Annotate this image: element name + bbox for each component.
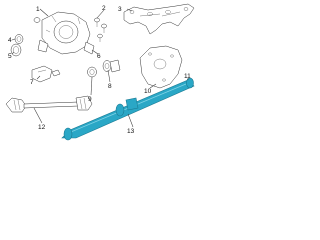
fasteners	[33, 17, 107, 42]
callout-5: 5	[8, 53, 12, 60]
callout-12: 12	[38, 124, 46, 131]
callout-3: 3	[118, 6, 122, 13]
halfshaft	[5, 95, 93, 113]
pinion-flange	[87, 59, 121, 78]
callout-11: 11	[184, 73, 191, 80]
callout-8: 8	[108, 83, 112, 90]
rear-crossmember	[123, 3, 195, 35]
callout-2: 2	[102, 5, 106, 12]
axle-yoke	[31, 65, 61, 83]
drive-shaft	[61, 77, 195, 141]
callout-4: 4	[8, 37, 12, 44]
callout-1: 1	[36, 6, 40, 13]
bearing-seal	[10, 34, 24, 57]
mount-bracket	[139, 45, 183, 89]
differential-housing	[37, 11, 95, 55]
leader-lines	[11, 8, 189, 128]
callout-numbers: 1 2 3 4 5 6 7 8 9 10 11 12 13	[8, 5, 191, 135]
callout-10: 10	[144, 88, 152, 95]
callout-9: 9	[88, 96, 92, 103]
callout-13: 13	[127, 128, 135, 135]
callout-7: 7	[30, 79, 34, 86]
parts-diagram: 1 2 3 4 5 6 7 8 9 10 11 12 13	[5, 3, 195, 141]
callout-6: 6	[97, 53, 101, 60]
